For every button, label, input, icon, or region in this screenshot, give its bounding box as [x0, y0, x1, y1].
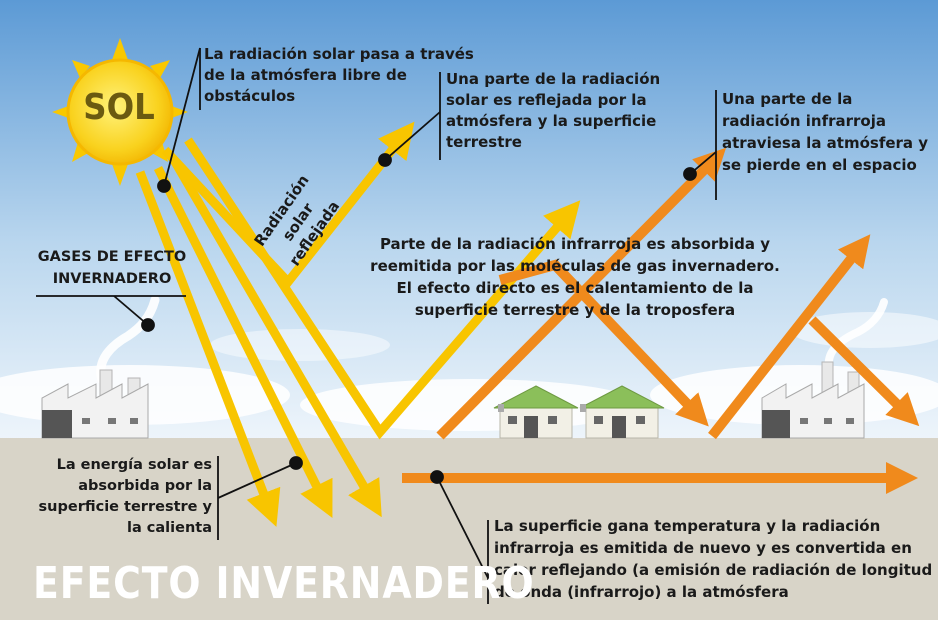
label-solar-absorbed: La energía solar es absorbida por la sup…	[38, 457, 212, 536]
ir-ray-reemitted	[498, 259, 709, 427]
solar-ray-absorbed-1	[135, 170, 281, 527]
solar-rays	[135, 121, 581, 527]
solar-ray-ground-reflected	[184, 137, 581, 440]
solar-ray-reflected	[161, 121, 415, 289]
ground	[0, 438, 938, 620]
label-reflected-part: Una parte de la radiación solar es refle…	[446, 70, 661, 151]
factory-right	[761, 361, 865, 439]
infrared-rays	[402, 147, 920, 494]
ir-ray-right-branch	[808, 316, 920, 427]
smoke-right	[824, 298, 888, 376]
label-ir-escapes: Una parte de la radiación infrarroja atr…	[722, 90, 929, 174]
sun	[52, 38, 188, 186]
house-left	[493, 385, 579, 439]
ir-ray-escaping	[436, 147, 727, 440]
house-right	[579, 385, 665, 439]
label-ir-absorbed: Parte de la radiación infrarroja es abso…	[370, 235, 780, 319]
solar-ray-absorbed-3	[170, 157, 382, 518]
ir-ray-right	[708, 234, 871, 440]
diagram-title: EFECTO INVERNADERO	[33, 558, 535, 609]
leaders	[36, 47, 717, 604]
label-solar-passes: La radiación solar pasa a través de la a…	[204, 45, 474, 105]
sun-label: SOL	[83, 87, 155, 128]
solar-ray-absorbed-2	[153, 165, 333, 518]
smoke-left	[96, 295, 160, 385]
label-greenhouse-gases: GASES DE EFECTO INVERNADERO	[37, 249, 187, 287]
label-surface-emits: La superficie gana temperatura y la radi…	[494, 517, 933, 601]
factory-left	[41, 369, 149, 439]
